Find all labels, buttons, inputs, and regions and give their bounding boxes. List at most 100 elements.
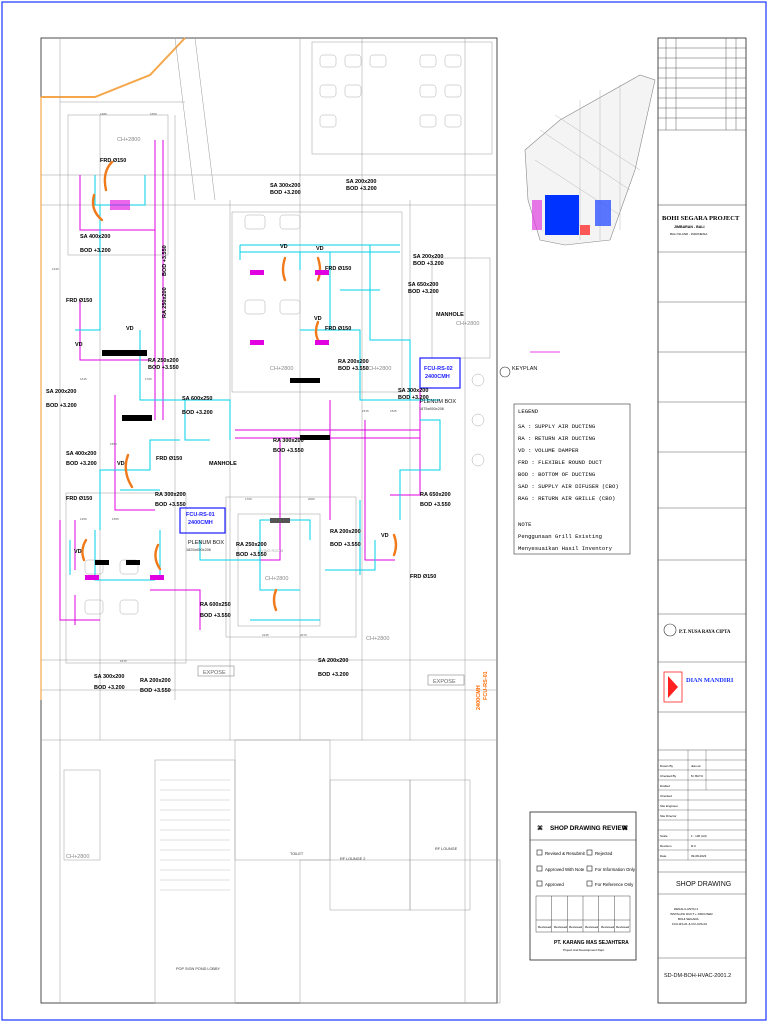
legend-box [513, 403, 631, 555]
duct-label: SA 300x200 [94, 674, 124, 680]
dimension: 1525 [390, 409, 397, 413]
drawing-title-line: FCU-RS-01 & FCU-RS-02 [672, 922, 707, 926]
duct-label-vertical: RA 250x200 BOD +3.550 [162, 245, 168, 318]
duct-label: SA 300x200 [270, 183, 300, 189]
keyplan-highlight [532, 200, 542, 230]
return-grille [290, 378, 320, 383]
project-location: JIMBARAN - BALI [674, 225, 705, 229]
info-value: 1 : 100 (A3) [691, 834, 707, 838]
duct-label: BOD +3.550 [338, 366, 369, 372]
keyplan-highlight [595, 200, 611, 226]
keyplan-highlight [545, 195, 579, 235]
duct-label: BOD +3.550 [155, 502, 186, 508]
info-value: M. BAYU [691, 774, 703, 778]
duct-label: BOD +3.550 [140, 688, 171, 694]
info-key: Date [660, 854, 667, 858]
duct-label: BOD +3.550 [162, 245, 168, 276]
duct-label: BOD +3.550 [148, 365, 179, 371]
room-name: TOILET [290, 852, 304, 856]
supply-diffuser [315, 270, 329, 275]
supply-diffuser [85, 575, 99, 580]
review-option: Revised & Resubmit [545, 851, 586, 856]
fcu1-cmh: 2400CMH [188, 520, 213, 526]
review-title: SHOP DRAWING REVIEW [550, 825, 629, 832]
dimension: 1700 [245, 497, 252, 501]
fcu-rs-01-unit: FCU-RS-01 2400CMH PLENUM BOX 1825x650x20… [179, 507, 226, 552]
review-option: Approved [545, 882, 564, 887]
review-sign-cell: Reviewed [538, 925, 552, 929]
duct-label: BOD +3.550 [200, 613, 231, 619]
info-key: Checked [660, 794, 672, 798]
vd-label: VD [126, 326, 134, 332]
ceiling-mark: CH+2800 [366, 636, 389, 642]
keyplan: KEYPLAN [499, 74, 656, 378]
ceiling-mark: CH+2800 [117, 137, 140, 143]
review-option: For Information Only [595, 867, 636, 872]
duct-label: FRD Ø150 [66, 496, 92, 502]
duct-label: BOD +3.550 [330, 542, 361, 548]
exterior-wall-top [41, 37, 186, 98]
info-value: 09-08-2023 [691, 854, 707, 858]
legend-item: RA : RETURN AIR DUCTING [518, 435, 596, 442]
north-arrow-icon [499, 366, 511, 378]
dimension: 2070 [300, 633, 307, 637]
ceiling-mark: CH+2800 [368, 366, 391, 372]
title-block-frame [657, 37, 747, 1004]
return-grille [122, 415, 152, 421]
vd-label: VD [316, 246, 324, 252]
duct-label: BOD +3.200 [413, 261, 444, 267]
legend-note: Menyesuaikan Hasil Inventory [518, 545, 613, 552]
ceiling-mark: CH+2800 [456, 321, 479, 327]
info-key: Drafted [660, 784, 670, 788]
keyplan-highlight [580, 225, 590, 235]
fcu2-cmh: 2400CMH [425, 374, 450, 380]
review-checkbox[interactable] [586, 849, 593, 856]
fcu2-name: FCU-RS-02 [424, 366, 453, 372]
ceiling-mark: CH+2800 [270, 366, 293, 372]
dimension: 1680 [100, 112, 107, 116]
review-option: Rejected [595, 851, 613, 856]
dimension: 1230 [52, 267, 59, 271]
room-name: LIVING ROOM [258, 549, 283, 553]
title-block-sections [658, 251, 746, 751]
review-checkbox[interactable] [536, 865, 543, 872]
supply-diffuser [95, 560, 109, 565]
supply-air-ducts [69, 175, 441, 621]
supply-diffuser [150, 575, 164, 580]
duct-label: BOD +3.200 [46, 403, 77, 409]
review-checkbox[interactable] [536, 849, 543, 856]
revision-table [658, 38, 746, 131]
review-checkbox[interactable] [586, 865, 593, 872]
duct-label: RA 650x200 [420, 492, 451, 498]
duct-label: SA 650x200 [408, 282, 438, 288]
review-checkbox[interactable] [536, 880, 543, 887]
drawing-title-line: INSTALASI DUCT + DIFFUSER [670, 912, 713, 916]
duct-label: SA 200x200 [346, 179, 376, 185]
vd-label: VD [280, 244, 288, 250]
info-value: dian.ok [691, 764, 701, 768]
legend-item: SAD : SUPPLY AIR DIFUSER (CBO) [518, 483, 619, 490]
legend: LEGEND SA : SUPPLY AIR DUCTING RA : RETU… [513, 403, 631, 555]
supply-diffuser [250, 340, 264, 345]
expose-box [427, 674, 465, 686]
ceiling-mark: CH+2800 [265, 576, 288, 582]
duct-label: RA 250x200 [236, 542, 267, 548]
duct-label: RA 300x200 [155, 492, 186, 498]
room-name: RF LOUNGE 2 [340, 857, 365, 861]
fcu-red-name: FCU-RS-01 [483, 671, 489, 700]
review-checkbox[interactable] [586, 880, 593, 887]
drawing-number: SD-DM-BOH-HVAC-2001.2 [664, 973, 731, 979]
review-title-icon: ⌘ [622, 825, 628, 832]
manhole-label: MANHOLE [209, 461, 237, 467]
review-company: PT. KARANG MAS SEJAHTERA [554, 940, 629, 946]
dimension: 2000 [308, 497, 315, 501]
plenum2-size: 1875x650x206 [419, 407, 444, 411]
manhole-label: MANHOLE [436, 312, 464, 318]
dimension: 1700 [145, 377, 152, 381]
fcu-red-cmh: 2400CMH [476, 685, 482, 710]
dimension: 1515 [362, 409, 369, 413]
review-sign-cell: Reviewed [569, 925, 583, 929]
duct-label: FRD Ø150 [410, 574, 436, 580]
mep-logo-icon [663, 671, 683, 703]
duct-label: SA 400x200 [66, 451, 96, 457]
